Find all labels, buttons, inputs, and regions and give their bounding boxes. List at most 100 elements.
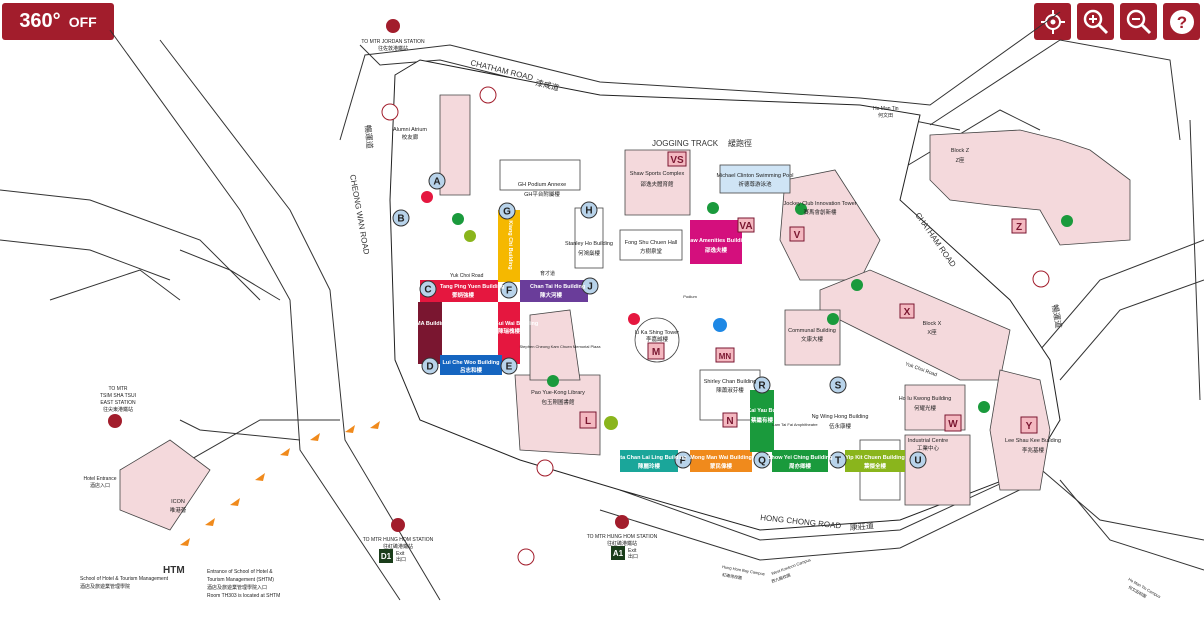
restaurant-icon[interactable] (707, 202, 719, 214)
block-v-marker[interactable] (789, 226, 805, 242)
restaurant-icon[interactable] (1061, 215, 1073, 227)
road-edge (1039, 239, 1204, 351)
block-n-marker[interactable] (722, 412, 738, 428)
block-l-marker[interactable] (579, 411, 597, 429)
zoom-in-button[interactable] (1077, 3, 1114, 40)
first-aid-icon[interactable] (421, 191, 433, 203)
core-s-marker[interactable] (829, 376, 847, 394)
core-s-label: S (835, 381, 842, 392)
core-d-marker[interactable] (421, 357, 439, 375)
block-vs-marker[interactable] (667, 151, 687, 167)
bus-stop-icon[interactable] (536, 459, 554, 477)
mong-man-wai-building[interactable] (690, 450, 752, 472)
block-z-shape[interactable] (929, 129, 1131, 246)
core-t-marker[interactable] (829, 451, 847, 469)
road-edge (0, 189, 261, 301)
core-g-marker[interactable] (498, 202, 516, 220)
core-p-marker[interactable] (674, 451, 692, 469)
jordan-station-label: TO MTR JORDAN STATION (361, 39, 425, 45)
core-j-label: J (587, 282, 593, 293)
bus-stop-icon[interactable] (1032, 270, 1050, 288)
lui-che-woo-building[interactable] (440, 355, 502, 375)
block-va-label: VA (739, 221, 752, 232)
direction-icon[interactable] (713, 318, 727, 332)
communal-building-shape[interactable] (784, 309, 841, 366)
block-w-marker[interactable] (944, 414, 962, 432)
bus-stop-icon[interactable] (517, 548, 535, 566)
block-x-name: Block X (923, 321, 942, 327)
first-aid-icon[interactable] (628, 313, 640, 325)
jordan-station-label-cn: 往佐敦港鐵站 (378, 45, 408, 52)
chow-yei-ching-building[interactable] (772, 450, 828, 472)
core-q-marker[interactable] (753, 451, 771, 469)
core-c-label: C (424, 285, 431, 296)
hotel-icon-shape[interactable] (119, 439, 211, 531)
locate-button[interactable] (1034, 3, 1071, 40)
yuk-choi-road-label: Yuk Choi Road (450, 273, 484, 279)
mtr-icon[interactable] (108, 414, 122, 428)
mtr-icon[interactable] (391, 518, 405, 532)
cma-building[interactable] (418, 302, 442, 364)
kiang-chi-building[interactable] (498, 210, 520, 282)
block-mn-marker[interactable] (715, 347, 735, 363)
core-j-marker[interactable] (581, 277, 599, 295)
core-b-marker[interactable] (392, 209, 410, 227)
block-m-marker[interactable] (647, 342, 665, 360)
fong-shu-chuen-hall[interactable] (619, 229, 683, 261)
block-va-marker[interactable] (737, 217, 755, 233)
alumni-atrium-building[interactable] (439, 94, 471, 196)
swimming-pool[interactable] (719, 164, 791, 194)
chan-sui-wai-building[interactable] (498, 302, 520, 364)
li-ka-shing-label: Li Ka Shing Tower (635, 330, 679, 336)
choi-kai-yau-building[interactable] (750, 390, 774, 452)
core-b-label: B (397, 214, 404, 225)
block-x-marker[interactable] (899, 303, 915, 319)
core-u-marker[interactable] (909, 451, 927, 469)
jogging-track-label-cn: 緩跑徑 (728, 138, 752, 148)
restaurant-icon[interactable] (547, 375, 559, 387)
road-edge (1059, 479, 1204, 571)
lee-shau-kee-shape[interactable] (989, 369, 1051, 491)
core-q-label: Q (758, 456, 766, 467)
exit-a1-text-cn: 出口 (628, 553, 638, 560)
anita-chan-building[interactable] (620, 450, 678, 472)
view-360-toggle[interactable]: 360° OFF (2, 3, 114, 40)
bus-stop-icon[interactable] (479, 86, 497, 104)
shaw-amenities-building[interactable] (690, 220, 742, 264)
restaurant-icon[interactable] (851, 279, 863, 291)
bus-stop-icon[interactable] (381, 103, 399, 121)
shaw-sports-label-cn: 邵逸夫體育館 (640, 180, 674, 188)
yip-kit-chuen-label: Yip Kit Chuen Building (845, 455, 904, 461)
core-e-marker[interactable] (500, 357, 518, 375)
mtr-icon[interactable] (386, 19, 400, 33)
block-z-marker[interactable] (1011, 218, 1027, 234)
restaurant-icon[interactable] (795, 203, 807, 215)
core-r-marker[interactable] (753, 376, 771, 394)
help-button[interactable]: ? (1163, 3, 1200, 40)
block-y-label: Y (1026, 421, 1033, 432)
tang-ping-yuen-building[interactable] (420, 280, 498, 302)
block-y-marker[interactable] (1020, 416, 1038, 434)
chan-tai-ho-building[interactable] (520, 280, 588, 302)
gh-podium-annexe[interactable] (499, 159, 581, 191)
li-ka-shing-tower[interactable] (634, 317, 680, 363)
restaurant-icon[interactable] (452, 213, 464, 225)
zoom-out-button[interactable] (1120, 3, 1157, 40)
restaurant-icon[interactable] (978, 401, 990, 413)
info-icon[interactable] (464, 230, 476, 242)
core-a-marker[interactable] (428, 172, 446, 190)
yip-kit-chuen-building[interactable] (845, 450, 905, 472)
restaurant-icon[interactable] (827, 313, 839, 325)
core-f-marker[interactable] (500, 281, 518, 299)
podium-label: Podium (683, 294, 697, 299)
core-c-marker[interactable] (419, 280, 437, 298)
alumni-atrium-label-cn: 校友廊 (402, 133, 419, 141)
block-v-label: V (794, 230, 801, 241)
stephen-cheong-plaza-label: Stephen Cheong Kam Chuen Memorial Plaza (520, 344, 602, 349)
walking-route-arrows (180, 421, 380, 546)
mtr-icon[interactable] (615, 515, 629, 529)
core-h-marker[interactable] (580, 201, 598, 219)
info-icon[interactable] (604, 416, 618, 430)
gh-podium-label-cn: GH平台附屬樓 (524, 190, 560, 198)
